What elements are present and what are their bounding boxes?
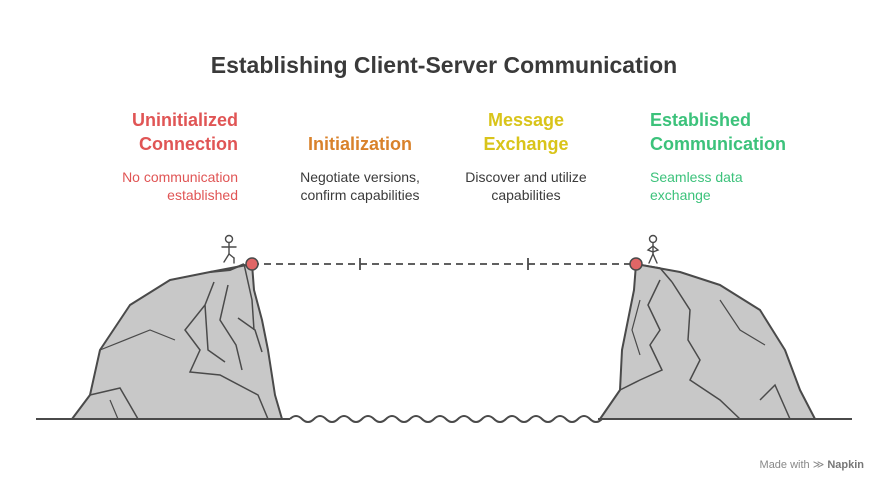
stage-desc-line: No communication <box>122 169 238 185</box>
stage-established-title: Established Communication <box>650 108 786 156</box>
stage-title-line: Initialization <box>307 134 412 154</box>
stage-desc-line: Discover and utilize <box>465 169 587 185</box>
client-endpoint <box>245 257 259 271</box>
stage-title-line: Communication <box>650 134 787 154</box>
server-figure-icon <box>646 234 660 264</box>
stage-title-line: Exchange <box>483 134 569 154</box>
stage-uninitialized-desc: No communication established <box>122 168 238 204</box>
stage-desc-line: exchange <box>650 187 711 203</box>
diagram-title: Establishing Client-Server Communication <box>210 52 678 78</box>
stage-desc-line: confirm capabilities <box>300 187 420 203</box>
stage-desc-line: Seamless data <box>650 169 743 185</box>
client-figure-icon <box>221 234 237 264</box>
stage-title-line: Established <box>650 110 752 130</box>
stage-initialization-desc: Negotiate versions, confirm capabilities <box>280 168 440 204</box>
server-endpoint <box>629 257 643 271</box>
stage-title-line: Connection <box>139 134 238 154</box>
napkin-credit: Made with ≫ Napkin <box>760 458 864 471</box>
left-cliff <box>71 263 283 420</box>
stage-message-exchange-title: Message Exchange <box>456 108 596 156</box>
stage-established-desc: Seamless data exchange <box>650 168 743 204</box>
stage-desc-line: Negotiate versions, <box>300 169 420 185</box>
stage-title-line: Uninitialized <box>131 110 238 130</box>
water-waves <box>289 415 603 423</box>
stage-title-line: Message <box>487 110 565 130</box>
credit-brand: Napkin <box>827 459 864 471</box>
stage-message-exchange-desc: Discover and utilize capabilities <box>446 168 606 204</box>
stage-desc-line: established <box>167 187 238 203</box>
credit-prefix: Made with <box>759 459 810 471</box>
right-cliff <box>599 263 816 420</box>
stage-uninitialized-title: Uninitialized Connection <box>132 108 238 156</box>
napkin-logo-icon: ≫ <box>812 459 825 471</box>
stage-desc-line: capabilities <box>491 187 561 203</box>
stage-initialization-title: Initialization <box>290 132 430 156</box>
